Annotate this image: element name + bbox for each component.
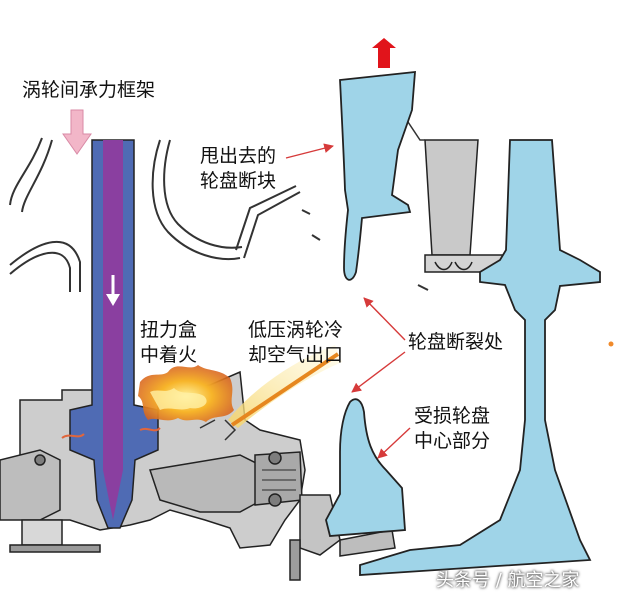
label-damaged-disk-center: 受损轮盘 中心部分 <box>414 405 491 452</box>
label-torque-box-fire: 扭力盒 中着火 <box>140 319 198 366</box>
damaged-disk-center <box>325 398 406 537</box>
marker-dot <box>608 341 614 347</box>
pointer-lines <box>285 143 411 459</box>
label-lpt-cooling-outlet: 低压涡轮冷 却空气出口 <box>248 319 344 366</box>
frame-strut <box>69 139 159 529</box>
flung-fragment <box>339 70 416 281</box>
cooling-air-jet <box>228 345 342 428</box>
debris <box>301 209 429 291</box>
torque-box-fire <box>61 365 234 439</box>
frame-down-arrow-icon <box>62 109 92 155</box>
outer-casing-lines <box>9 137 301 292</box>
flung-up-arrow-icon <box>372 38 396 68</box>
label-frame: 涡轮间承力框架 <box>22 79 156 101</box>
rotor-disk-right <box>359 139 601 576</box>
down-flow-arrow-icon <box>106 294 120 306</box>
label-disk-fracture: 轮盘断裂处 <box>408 331 504 353</box>
watermark: 头条号 / 航空之家 <box>436 570 580 591</box>
label-flung-fragment: 甩出去的 轮盘断块 <box>200 145 277 192</box>
